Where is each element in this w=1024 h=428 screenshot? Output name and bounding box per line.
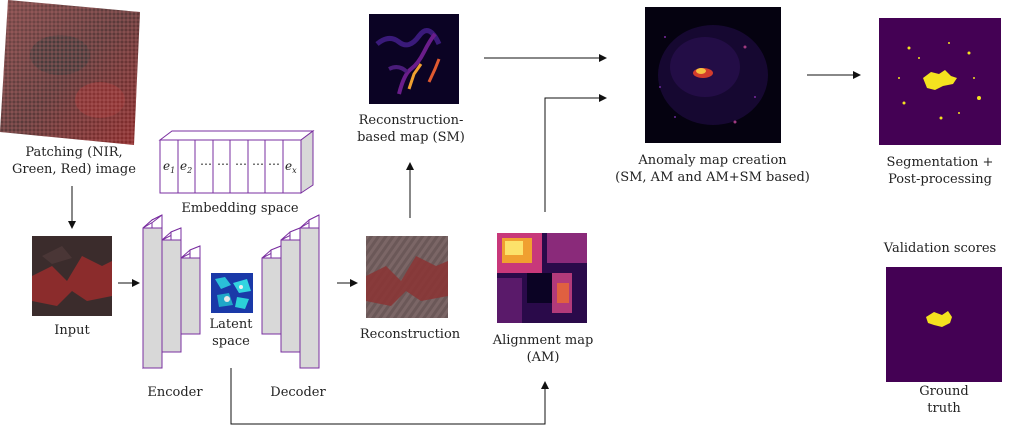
anomaly-map-image — [645, 7, 781, 143]
segmentation-label: Segmentation + Post-processing — [886, 155, 994, 187]
embedding-box — [158, 130, 315, 194]
decoder-layers — [261, 214, 320, 369]
anomaly-map-label: Anomaly map creation (SM, AM and AM+SM b… — [615, 153, 810, 185]
latent-space-image — [211, 273, 253, 313]
decoder-label: Decoder — [270, 385, 326, 400]
embed-cell-6: ⋯ — [252, 157, 264, 171]
encoder-label: Encoder — [147, 385, 203, 400]
embed-cell-4: ⋯ — [217, 157, 229, 171]
reconstruction-image — [366, 236, 448, 318]
encoder-layers — [142, 214, 201, 370]
arrow-am-to-anomaly — [544, 94, 607, 212]
input-label: Input — [54, 323, 90, 338]
embed-cell-5: ⋯ — [235, 157, 247, 171]
reconstruction-label: Reconstruction — [359, 327, 461, 342]
ground-truth-label: Ground truth — [919, 384, 969, 416]
reconstruction-map-image — [369, 14, 459, 104]
patching-label: Patching (NIR, Green, Red) image — [12, 145, 136, 177]
arrow-latent-to-am — [230, 368, 549, 425]
embed-cell-3: ⋯ — [200, 157, 212, 171]
alignment-map-label: Alignment map (AM) — [492, 333, 594, 365]
segmentation-image — [879, 18, 1001, 145]
validation-scores-label: Validation scores — [883, 241, 997, 256]
patched-image — [0, 0, 140, 145]
embedding-space-label: Embedding space — [181, 201, 299, 216]
reconstruction-map-label: Reconstruction- based map (SM) — [357, 113, 465, 145]
input-image — [32, 236, 112, 316]
latent-space-label: Latent space — [209, 317, 253, 349]
embed-cell-7: ⋯ — [268, 157, 280, 171]
ground-truth-image — [886, 267, 1002, 382]
alignment-map-image — [497, 233, 587, 323]
